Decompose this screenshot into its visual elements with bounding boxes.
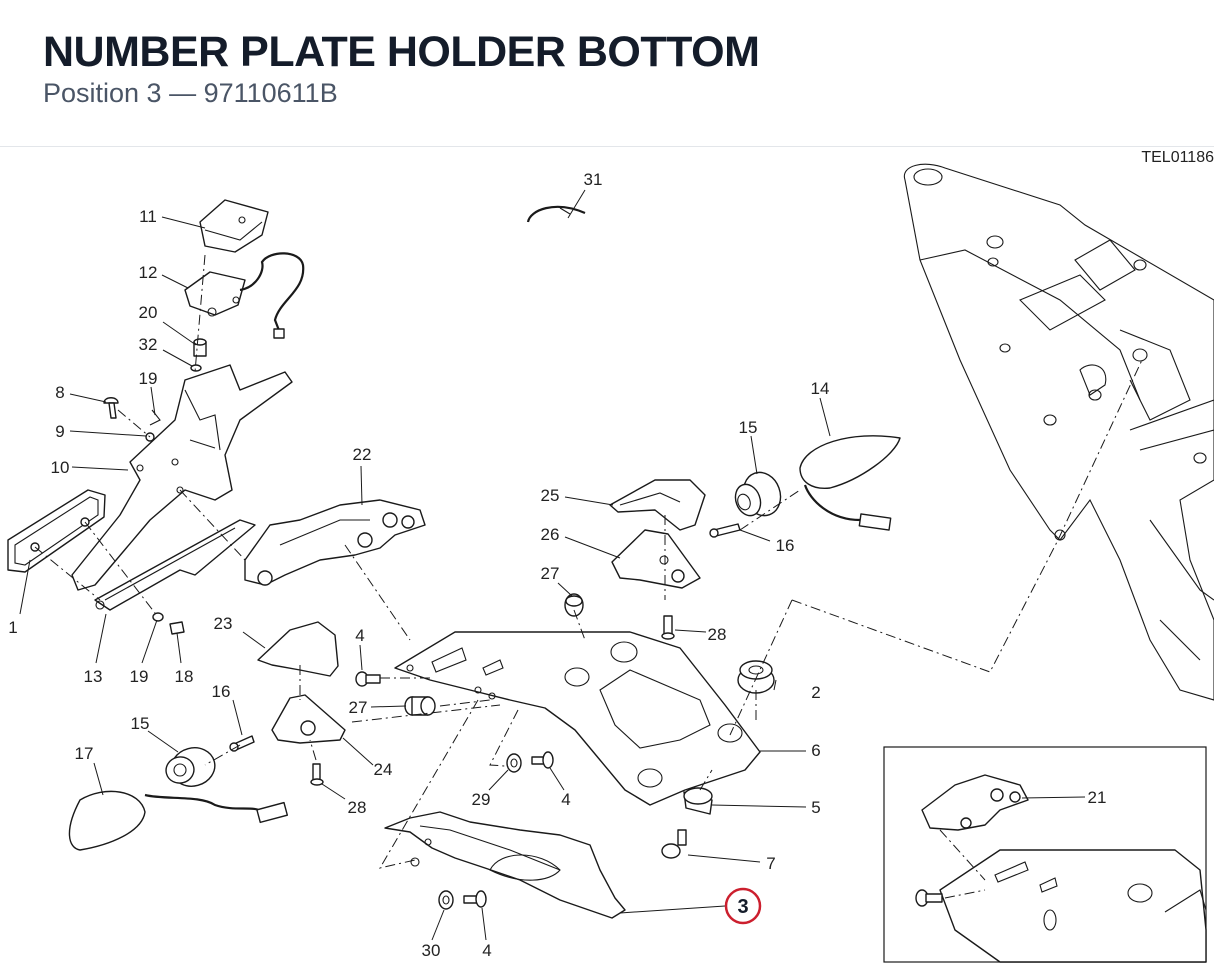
callout-14: 14 bbox=[811, 379, 830, 398]
callout-29: 29 bbox=[472, 790, 491, 809]
part-7-screw bbox=[661, 829, 687, 859]
callout-2: 2 bbox=[811, 683, 820, 702]
callout-11: 11 bbox=[139, 207, 157, 226]
assembly-lines bbox=[34, 254, 1143, 869]
callout-20: 20 bbox=[139, 303, 158, 322]
part-28-left-screw bbox=[310, 763, 324, 786]
callout-4-bottom: 4 bbox=[482, 941, 491, 960]
exploded-parts-diagram: TEL01186 bbox=[0, 147, 1214, 964]
callout-24: 24 bbox=[374, 760, 393, 779]
part-15-left-grommet bbox=[165, 747, 216, 787]
part-4-screw-top bbox=[355, 671, 381, 687]
part-29-washer bbox=[506, 753, 522, 773]
callout-27-bottom: 27 bbox=[349, 698, 368, 717]
callout-31: 31 bbox=[584, 170, 603, 189]
callout-12: 12 bbox=[139, 263, 158, 282]
diagram-svg: TEL01186 bbox=[7, 149, 1214, 963]
page-subtitle: Position 3 — 97110611B bbox=[43, 78, 338, 108]
callout-22: 22 bbox=[353, 445, 372, 464]
part-18-nut bbox=[169, 621, 185, 635]
callout-27-top: 27 bbox=[541, 564, 560, 583]
part-26-right-support bbox=[611, 529, 701, 589]
part-23-left-cover bbox=[257, 621, 339, 677]
callout-8: 8 bbox=[55, 383, 64, 402]
callout-4-middle: 4 bbox=[561, 790, 570, 809]
callout-25: 25 bbox=[541, 486, 560, 505]
leader-lines bbox=[19, 189, 1086, 941]
callout-16-right: 16 bbox=[776, 536, 795, 555]
part-15-right-grommet bbox=[734, 471, 782, 517]
callout-15-right: 15 bbox=[739, 418, 758, 437]
part-14-right-turn-indicator bbox=[799, 435, 901, 531]
part-3-number-plate-holder-bottom bbox=[384, 811, 626, 919]
callout-19-bottom: 19 bbox=[130, 667, 149, 686]
part-30-washer bbox=[438, 890, 454, 910]
part-27-lower-grommet bbox=[404, 696, 436, 716]
part-4-screw-bottom bbox=[463, 890, 487, 908]
part-2-grommet bbox=[737, 660, 775, 694]
part-6-number-plate-holder bbox=[394, 631, 761, 806]
callout-30: 30 bbox=[422, 941, 441, 960]
part-31-cable-tie bbox=[526, 205, 586, 223]
drawing-code: TEL01186 bbox=[1141, 149, 1214, 166]
part-32-washer bbox=[190, 364, 202, 372]
callout-10: 10 bbox=[51, 458, 70, 477]
page-title: NUMBER PLATE HOLDER BOTTOM bbox=[43, 28, 760, 76]
part-12-license-light bbox=[184, 252, 305, 339]
callout-23: 23 bbox=[214, 614, 233, 633]
callout-21: 21 bbox=[1088, 788, 1107, 807]
part-28-upper-screw bbox=[661, 615, 675, 640]
part-24-left-support bbox=[271, 694, 346, 744]
part-17-left-turn-indicator bbox=[68, 790, 289, 851]
callout-26: 26 bbox=[541, 525, 560, 544]
part-16-right-screw bbox=[709, 523, 741, 538]
callout-6: 6 bbox=[811, 741, 820, 760]
part-10-license-plate-bracket bbox=[71, 364, 293, 591]
callout-32: 32 bbox=[139, 335, 158, 354]
callout-5: 5 bbox=[811, 798, 820, 817]
callout-labels: 11 12 20 32 19 8 9 10 1 13 19 18 22 31 1… bbox=[8, 170, 1106, 960]
part-19-washer-bottom bbox=[152, 612, 164, 622]
part-27-upper-grommet bbox=[564, 593, 584, 617]
callout-19-top: 19 bbox=[139, 369, 158, 388]
rear-subframe bbox=[903, 163, 1214, 701]
callout-18: 18 bbox=[175, 667, 194, 686]
callout-15-left: 15 bbox=[131, 714, 150, 733]
detail-inset bbox=[883, 746, 1207, 963]
callout-13: 13 bbox=[84, 667, 103, 686]
highlighted-callout-3[interactable]: 3 bbox=[724, 887, 762, 925]
part-11-license-light-cover bbox=[199, 199, 269, 253]
part-25-right-cover bbox=[609, 479, 706, 531]
callout-17: 17 bbox=[75, 744, 94, 763]
callout-4-top: 4 bbox=[355, 626, 364, 645]
callout-7: 7 bbox=[766, 854, 775, 873]
callout-16-left: 16 bbox=[212, 682, 231, 701]
callout-9: 9 bbox=[55, 422, 64, 441]
part-22-bracket bbox=[244, 499, 426, 586]
part-4-screw-middle bbox=[531, 751, 554, 769]
callout-28-left: 28 bbox=[348, 798, 367, 817]
part-20-spacer bbox=[193, 338, 207, 357]
part-5-spacer bbox=[683, 787, 713, 815]
callout-1: 1 bbox=[8, 618, 17, 637]
part-8-screw bbox=[103, 397, 119, 419]
callout-28-right: 28 bbox=[708, 625, 727, 644]
page-header: NUMBER PLATE HOLDER BOTTOM Position 3 — … bbox=[0, 0, 1214, 147]
callout-3: 3 bbox=[737, 896, 748, 918]
